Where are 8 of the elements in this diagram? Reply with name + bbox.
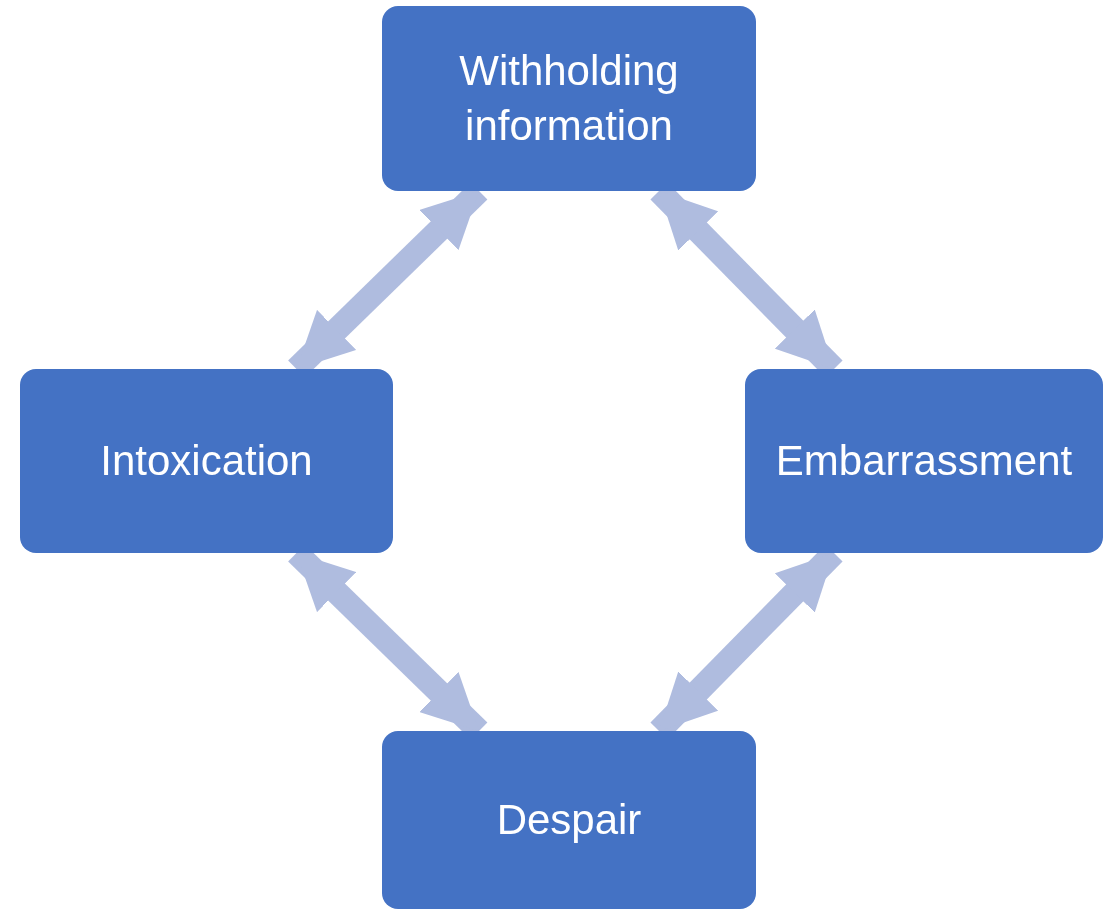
box-label: Withholding information xyxy=(458,45,680,151)
process-box xyxy=(745,369,1103,553)
box-label: Embarrassment xyxy=(775,435,1073,486)
box-label: Intoxication xyxy=(100,435,313,486)
process-box xyxy=(382,6,756,191)
process-box xyxy=(20,369,393,553)
process-box xyxy=(382,731,756,909)
box-label: Despair xyxy=(496,794,642,845)
